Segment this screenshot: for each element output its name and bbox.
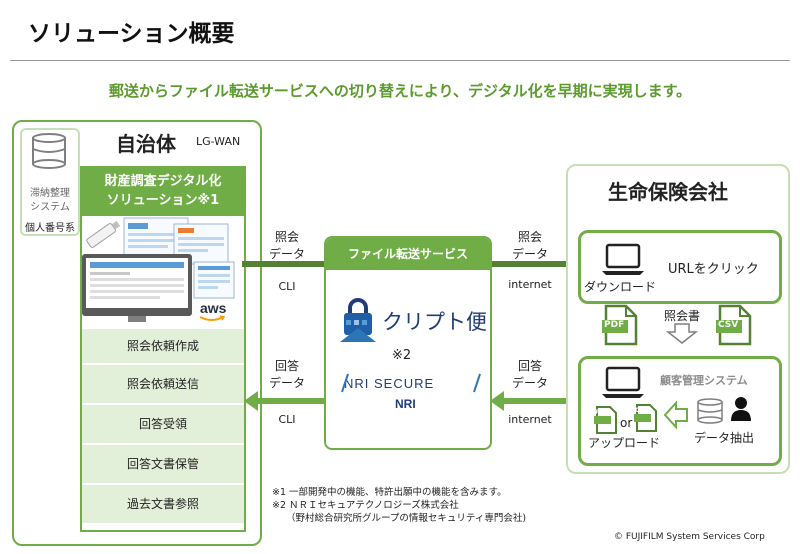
flow-label-line: 回答 [274, 359, 299, 373]
crypto-bin-logo-icon [340, 298, 376, 342]
flow-left-reply-via: CLI [278, 413, 296, 426]
title-divider [10, 60, 790, 61]
arrow-reply-left [256, 398, 326, 404]
footnote-1: ※1 一部開発中の機能、特許出願中の機能を含みます。 [272, 487, 507, 498]
csv-small-label: CSV [635, 407, 649, 414]
flow-right-reply-via: internet [508, 413, 552, 426]
flow-left-reply: 回答 データ [262, 358, 312, 392]
transfer-service-box: ファイル転送サービス [324, 236, 492, 450]
nri-slash-icon [341, 373, 481, 393]
database-small-icon [697, 398, 723, 424]
aws-smile-icon [199, 315, 226, 321]
person-icon [731, 397, 751, 421]
arrow-send-left [242, 261, 324, 267]
down-arrow-icon [665, 323, 699, 344]
flow-left-inquiry-via: CLI [278, 280, 296, 293]
transfer-service-title: ファイル転送サービス [326, 238, 490, 270]
csv-doc-icon [716, 304, 752, 346]
function-item: 回答文書保管 [82, 443, 244, 483]
footnote-2: ※2 ＮＲＩセキュアテクノロジーズ株式会社 [272, 500, 459, 511]
nri-logo: NRI [395, 397, 416, 411]
solution-header: 財産調査デジタル化 ソリューション※1 [82, 168, 244, 216]
arrow-reply-right [502, 398, 578, 404]
flow-label-line: 照会 [517, 230, 542, 244]
aws-logo: aws [200, 300, 227, 316]
data-extract-label: データ抽出 [694, 431, 755, 445]
db-name-line2: システム [30, 202, 70, 213]
subtitle: 郵送からファイル転送サービスへの切り替えにより、デジタル化を早期に実現します。 [108, 82, 692, 100]
pdf-doc-icon [602, 304, 638, 346]
click-url-label: URLをクリック [668, 262, 759, 277]
solution-screens-illustration [82, 217, 235, 322]
footnotes: ※1 一部開発中の機能、特許出願中の機能を含みます。 ※2 ＮＲＩセキュアテクノ… [272, 486, 526, 525]
or-label: or [620, 416, 633, 430]
nri-secure-logo: NRI SECURE [344, 376, 435, 391]
footnote-3: （野村総合研究所グループの情報セキュリティ専門会社) [286, 513, 527, 524]
flow-right-reply: 回答 データ [505, 358, 555, 392]
flow-right-inquiry-via: internet [508, 278, 552, 291]
function-item: 過去文書参照 [82, 483, 244, 523]
delinquency-system-box [20, 128, 80, 236]
function-item: 照会依頼送信 [82, 363, 244, 403]
insurer-label: 生命保険会社 [608, 180, 728, 204]
flow-label-line: 回答 [517, 359, 542, 373]
flow-label-line: データ [511, 376, 548, 390]
inquiry-doc-label: 照会書 [664, 309, 701, 323]
flow-label-line: データ [511, 247, 548, 261]
flow-label-line: データ [268, 247, 305, 261]
copyright: © FUJIFILM System Services Corp [614, 532, 765, 542]
flow-right-inquiry: 照会 データ [505, 229, 555, 263]
solution-title-line2: ソリューション※1 [106, 193, 220, 208]
crypto-bin-product-name: クリプト便 [382, 310, 487, 334]
function-item: 照会依頼作成 [82, 327, 244, 363]
crm-label: 顧客管理システム [660, 374, 748, 387]
csv-label: CSV [718, 320, 739, 330]
solution-title-line1: 財産調査デジタル化 [104, 174, 222, 189]
arrow-send-right [490, 261, 570, 267]
left-arrow-icon [663, 400, 688, 430]
pdf-small-icon [594, 406, 617, 434]
transfer-note-ref: ※2 [392, 348, 412, 363]
flow-label-line: データ [268, 376, 305, 390]
upload-label: アップロード [588, 436, 661, 450]
database-icon [32, 133, 66, 169]
laptop-icon [602, 243, 644, 275]
pdf-small-label: PDF [595, 409, 609, 416]
municipality-label: 自治体 [116, 132, 176, 156]
csv-small-icon [634, 404, 657, 432]
pdf-label: PDF [604, 320, 625, 330]
function-item: 回答受領 [82, 403, 244, 443]
db-data-type: 個人番号系 [25, 223, 75, 234]
download-label: ダウンロード [584, 280, 657, 294]
function-list: 照会依頼作成 照会依頼送信 回答受領 回答文書保管 過去文書参照 [82, 327, 244, 523]
network-label: LG-WAN [196, 135, 241, 148]
flow-label-line: 照会 [274, 230, 299, 244]
page-title: ソリューション概要 [28, 21, 235, 47]
laptop-icon [602, 366, 644, 398]
flow-left-inquiry: 照会 データ [262, 229, 312, 263]
db-name-line1: 滞納整理 [30, 188, 70, 199]
